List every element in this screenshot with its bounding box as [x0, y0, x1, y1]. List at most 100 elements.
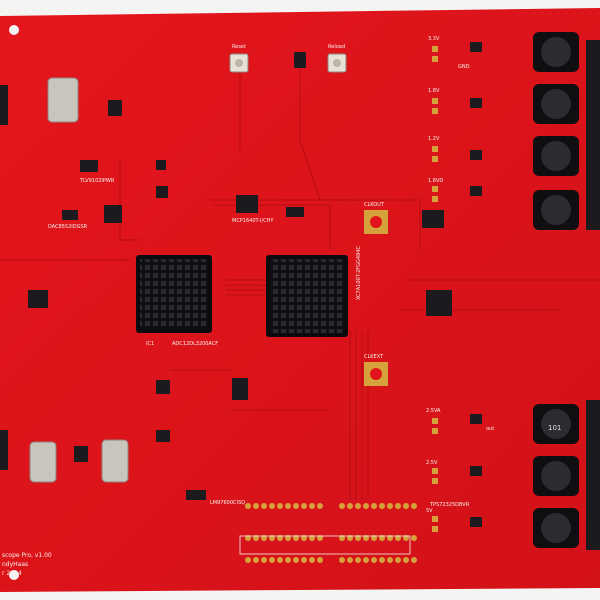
header-pin — [387, 503, 393, 509]
header-pin — [269, 535, 275, 541]
ic-group — [28, 42, 482, 527]
header-pin — [245, 503, 251, 509]
header-pin — [347, 535, 353, 541]
label-v12: 1.2V — [428, 136, 440, 142]
label-v25a: 2.5VA — [426, 408, 441, 414]
label-v25: 2.5V — [426, 460, 438, 466]
io-header-pads — [245, 503, 417, 563]
crystal-oscillator — [29, 441, 57, 483]
header-pin — [261, 557, 267, 563]
header-pin — [379, 535, 385, 541]
clock-connector-out — [364, 210, 388, 234]
label-lm: LM97600CISQ — [210, 500, 245, 506]
header-pin — [285, 535, 291, 541]
header-pin — [261, 535, 267, 541]
header-pin — [269, 503, 275, 509]
header-pin — [245, 557, 251, 563]
header-pin — [355, 535, 361, 541]
edge-connector — [0, 85, 8, 125]
edge-header — [586, 40, 600, 230]
label-reset: Reset — [232, 44, 246, 50]
header-pin — [285, 557, 291, 563]
header-pin — [317, 557, 323, 563]
header-pin — [277, 503, 283, 509]
label-adc: ADC12DL3200ACF — [172, 341, 218, 347]
clock-connector-ext — [364, 362, 388, 386]
heatsink-adc — [136, 255, 212, 333]
label-tlv: TLV9102IPWR — [79, 178, 115, 184]
header-pin — [379, 503, 385, 509]
header-pin — [277, 535, 283, 541]
header-pin — [269, 557, 275, 563]
header-pin — [317, 535, 323, 541]
header-pin — [253, 535, 259, 541]
header-pin — [309, 535, 315, 541]
header-pin — [395, 557, 401, 563]
header-pin — [363, 557, 369, 563]
label-clkout: CLKOUT — [364, 202, 385, 208]
header-pin — [293, 535, 299, 541]
header-pin — [371, 535, 377, 541]
inductor-marking: 101 — [548, 424, 561, 432]
label-v18d: 1.8VD — [428, 178, 443, 184]
header-pin — [277, 557, 283, 563]
header-pin — [293, 503, 299, 509]
crystal-oscillator — [47, 77, 79, 123]
label-fpga: XC7A100T-2FGG484C — [356, 246, 362, 300]
header-pin — [379, 557, 385, 563]
header-pin — [403, 503, 409, 509]
header-pin — [371, 557, 377, 563]
header-pin — [403, 535, 409, 541]
mounting-hole — [9, 25, 19, 35]
header-pin — [245, 535, 251, 541]
label-v18: 1.8V — [428, 88, 440, 94]
footer-line-2: ndyHaas — [2, 561, 28, 568]
label-clkext: CLKEXT — [364, 354, 384, 360]
bottom-header — [239, 535, 411, 555]
header-pin — [347, 503, 353, 509]
header-pin — [387, 557, 393, 563]
label-gnd: GND — [458, 64, 470, 70]
trace-layer — [0, 60, 600, 500]
reload-button-cap — [333, 59, 341, 67]
crystal-oscillator — [101, 439, 129, 483]
header-pin — [347, 557, 353, 563]
label-tps: TPS72325DBVR — [429, 502, 470, 508]
header-pin — [261, 503, 267, 509]
edge-connector — [0, 430, 8, 470]
inductor-column — [533, 32, 579, 548]
header-pin — [411, 535, 417, 541]
header-pin — [309, 503, 315, 509]
label-out: out — [486, 426, 494, 432]
header-pin — [395, 535, 401, 541]
header-pin — [387, 535, 393, 541]
footer-line-3: r 2024 — [2, 570, 22, 577]
footer-line-1: scope Pro, v1.00 — [2, 552, 52, 559]
edge-header — [586, 400, 600, 550]
header-pin — [253, 503, 259, 509]
header-pin — [363, 503, 369, 509]
header-pin — [253, 557, 259, 563]
header-pin — [301, 535, 307, 541]
mounting-hole — [9, 570, 19, 580]
header-pin — [363, 535, 369, 541]
header-pin — [339, 557, 345, 563]
label-reload: Reload — [328, 44, 345, 50]
header-pin — [395, 503, 401, 509]
header-pin — [411, 503, 417, 509]
header-pin — [403, 557, 409, 563]
header-pin — [301, 557, 307, 563]
header-pin — [301, 503, 307, 509]
header-pin — [317, 503, 323, 509]
heatsink-fpga — [266, 255, 348, 337]
label-v33: 3.3V — [428, 36, 440, 42]
label-mcp: MCP1640T-I/CHY — [232, 218, 274, 224]
header-pin — [371, 503, 377, 509]
label-v5: 5V — [426, 508, 433, 514]
header-pin — [293, 557, 299, 563]
header-pin — [355, 503, 361, 509]
label-dac: DAC8552IDGSR — [48, 224, 88, 230]
header-pin — [411, 557, 417, 563]
